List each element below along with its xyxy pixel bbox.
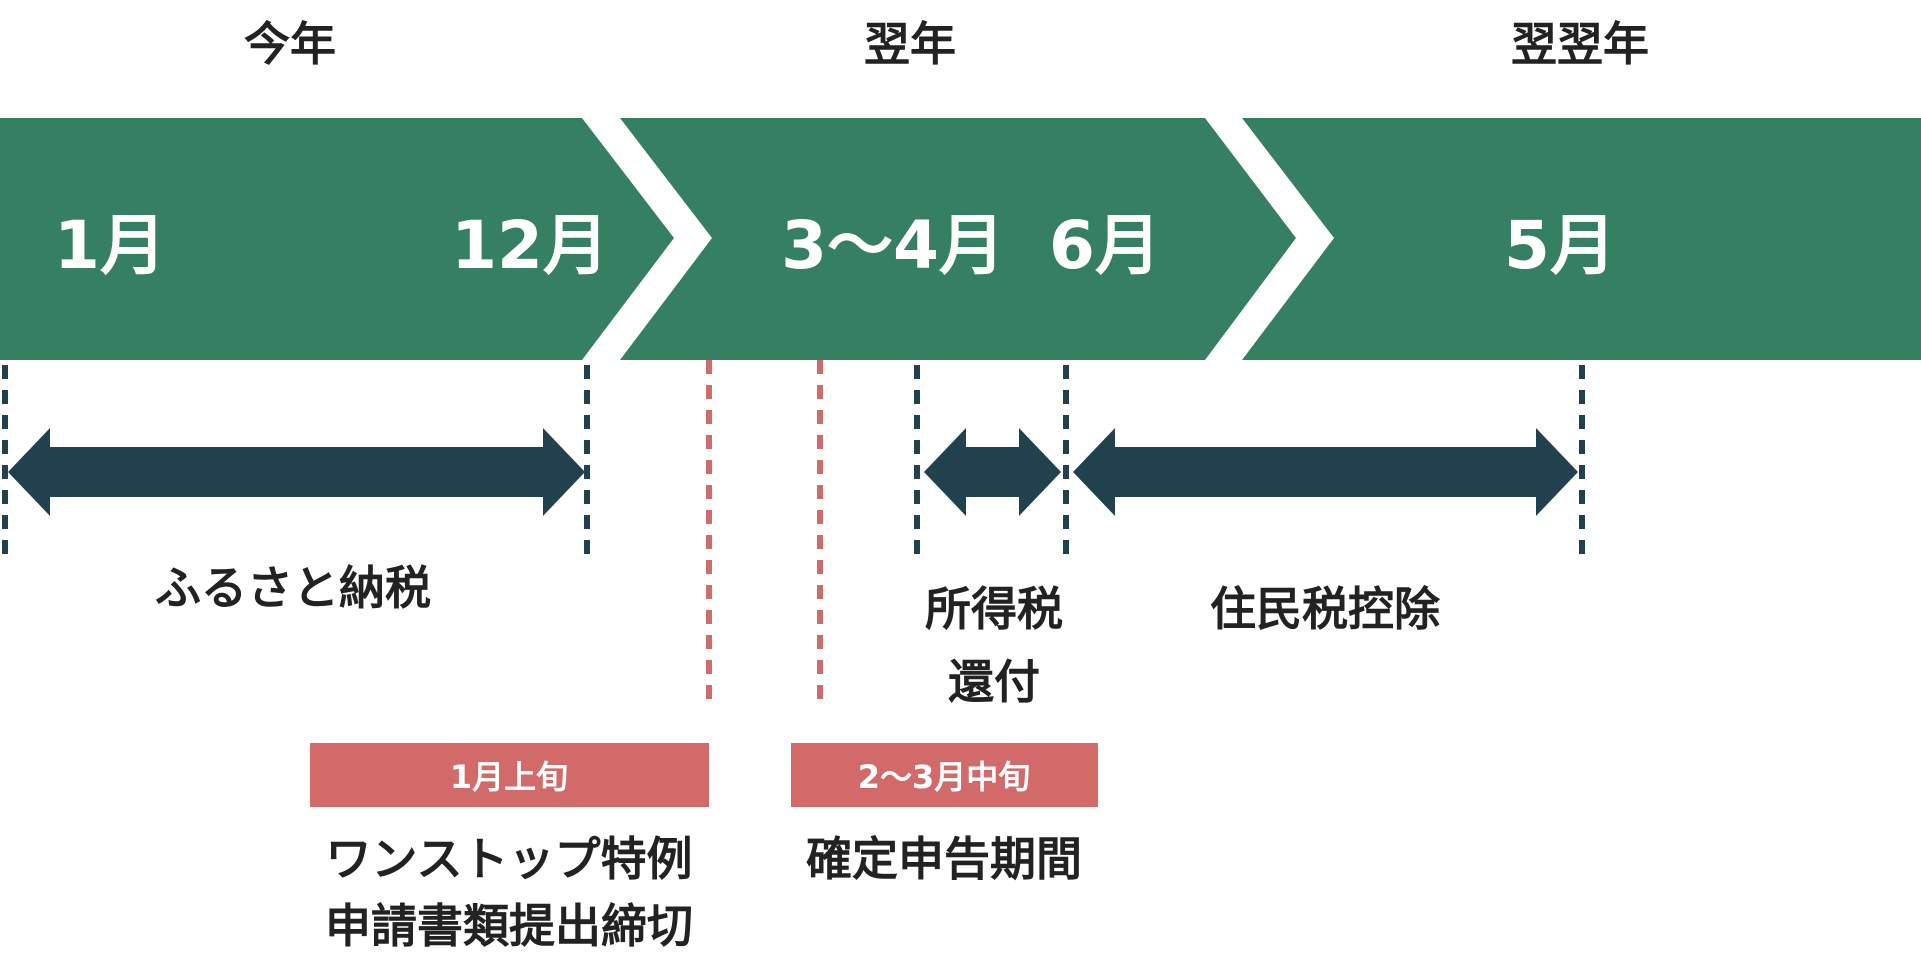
dark-dashed-markers: [2, 365, 1585, 565]
badge-feb-to-mid-march: [791, 743, 1098, 807]
span-arrow-resident-tax: [1073, 428, 1578, 516]
timeline-band: [0, 118, 1921, 360]
label-tax-return-period: 確定申告期間: [806, 832, 1082, 886]
span-arrow-furusato: [8, 428, 585, 516]
badge-early-january: [310, 743, 709, 807]
band-segment-year-after-next: [1242, 118, 1921, 360]
badge-early-january-text: 1月上旬: [450, 758, 568, 796]
month-label-mar-apr: 3〜4月: [781, 207, 1005, 284]
span-arrow-income-tax-refund: [924, 428, 1061, 516]
month-label-may: 5月: [1504, 207, 1616, 284]
year-label-year-after-next: 翌翌年: [1511, 17, 1649, 71]
band-segment-next-year: [620, 118, 1296, 360]
label-one-stop-line2: 申請書類提出締切: [325, 899, 693, 953]
badge-feb-to-mid-march-text: 2〜3月中旬: [858, 758, 1031, 796]
red-dashed-markers: [706, 360, 823, 710]
month-label-dec: 12月: [451, 207, 609, 284]
month-label-jun: 6月: [1049, 207, 1161, 284]
label-resident-tax-deduction: 住民税控除: [1210, 582, 1441, 636]
label-one-stop-line1: ワンストップ特例: [325, 832, 692, 886]
label-furusato-nozei: ふるさと納税: [155, 561, 431, 615]
month-label-jan: 1月: [54, 207, 166, 284]
band-segment-this-year: [0, 118, 674, 360]
year-label-this-year: 今年: [244, 17, 336, 71]
label-income-tax-line1: 所得税: [925, 582, 1063, 636]
label-income-tax-line2: 還付: [948, 655, 1040, 709]
year-label-next-year: 翌年: [864, 17, 956, 71]
